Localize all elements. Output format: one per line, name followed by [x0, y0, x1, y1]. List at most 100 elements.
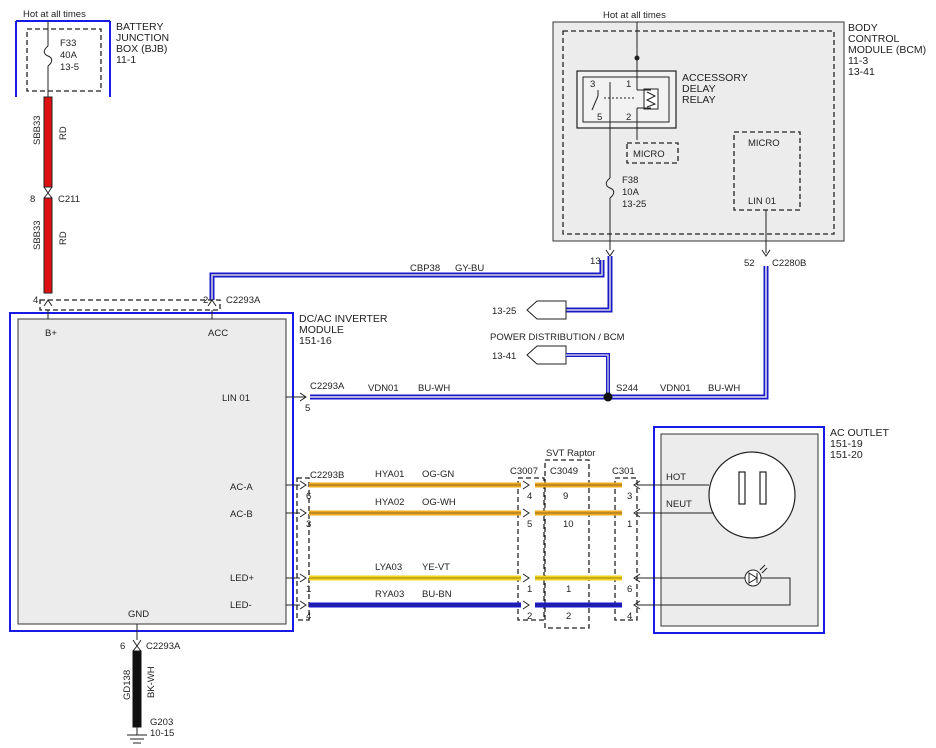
fuse-f38-label: F38: [622, 175, 638, 186]
splice-s244-icon: [603, 392, 613, 402]
sbb33-upper-label: SBB33: [32, 115, 43, 145]
inverter-gnd-label: GND: [128, 609, 149, 620]
ref-1325-label: 13-25: [492, 306, 516, 317]
gnd-connector: C2293A: [146, 641, 181, 652]
cbp38-label: CBP38: [410, 263, 440, 274]
circuit-id-2: LYA03: [375, 562, 402, 573]
body-control-module: Hot at all times BODY CONTROL MODULE (BC…: [552, 10, 926, 253]
inverter-acc-label: ACC: [208, 328, 228, 339]
bcm-connector: C2280B: [772, 258, 806, 269]
c211-label: C211: [58, 194, 80, 205]
inverter-title-2: MODULE: [299, 324, 344, 336]
outlet-hot-label: HOT: [666, 472, 686, 483]
fuse-f38-icon: [605, 177, 615, 199]
sbb33-lower-label: SBB33: [32, 220, 43, 250]
led-indicator-icon: [744, 569, 762, 587]
conn-c3007-label: C3007: [510, 466, 538, 477]
wire-sbb33: SBB33 RD 8 C211 SBB33 RD: [30, 96, 80, 294]
outlet-title: AC OUTLET: [830, 427, 890, 439]
circuit-id-1: HYA02: [375, 497, 404, 508]
gnd-pin: 6: [120, 641, 125, 652]
bcm-ref-2: 13-41: [848, 66, 875, 78]
pin-c3049-1: 10: [563, 519, 574, 530]
pin-c2293b-0: 6: [306, 491, 311, 502]
inverter-pin-lin: 5: [305, 403, 310, 414]
inverter-led-minus-label: LED-: [230, 600, 252, 611]
connector-c3007: [517, 477, 545, 621]
bu-wh-right-label: BU-WH: [708, 383, 740, 394]
inverter-bplus-label: B+: [45, 328, 57, 339]
arrow-left-1: [299, 508, 307, 518]
bcm-pin-52: 52: [744, 258, 755, 269]
fuse-f33-label: F33: [60, 38, 76, 49]
conn-c3049-label: C3049: [550, 466, 578, 477]
inverter-conn-lin: C2293A: [310, 381, 345, 392]
ref-1341-icon: [526, 345, 567, 365]
bcm-pin-13: 13: [590, 256, 601, 267]
pin-c2293b-3: 4: [306, 611, 311, 622]
pin-c301-3: 4: [627, 611, 632, 622]
bcm-lin-label: LIN 01: [748, 196, 776, 207]
pin-c3007-1: 5: [527, 519, 532, 530]
relay-pin-5: 5: [597, 112, 602, 123]
gy-bu-label: GY-BU: [455, 263, 484, 274]
pin-c3007-2: 1: [527, 584, 532, 595]
inverter-conn-b: C2293B: [310, 470, 344, 481]
bjb-title: BATTERY: [116, 21, 163, 33]
arrow-left-3: [299, 600, 307, 610]
relay-title-2: DELAY: [682, 83, 716, 95]
bcm-title-3: MODULE (BCM): [848, 44, 926, 56]
bcm-title: BODY: [848, 22, 878, 34]
inverter-led-plus-label: LED+: [230, 573, 254, 584]
relay-title: ACCESSORY: [682, 72, 748, 84]
bu-wh-left-label: BU-WH: [418, 383, 450, 394]
arrow-left-2: [299, 573, 307, 583]
g203-label: G203: [150, 717, 173, 728]
bcm-ref-1: 11-3: [848, 55, 868, 67]
bcm-title-2: CONTROL: [848, 33, 899, 45]
connector-c2293a-top: [39, 299, 221, 311]
arrow-c3007-2: [522, 573, 530, 583]
arrow-left-0: [299, 480, 307, 490]
pin-c3049-3: 2: [566, 611, 571, 622]
vdn01-right-label: VDN01: [660, 383, 691, 394]
micro-small-label: MICRO: [633, 149, 665, 160]
fuse-f33-icon: [43, 45, 53, 67]
circuit-color-1: OG-WH: [422, 497, 456, 508]
outlet-ref-1: 151-19: [830, 438, 863, 450]
arrow-c301-2: [633, 573, 641, 583]
circuit-color-2: YE-VT: [422, 562, 450, 573]
outlet-neut-label: NEUT: [666, 499, 692, 510]
pin-c301-1: 1: [627, 519, 632, 530]
conn-c301-label: C301: [612, 466, 635, 477]
wire-gd138: [132, 650, 142, 728]
bk-wh-label: BK-WH: [146, 666, 157, 698]
inverter-pin-acc: 2: [203, 295, 208, 306]
rd-upper-label: RD: [58, 126, 69, 140]
bjb-title-2: JUNCTION: [116, 32, 169, 44]
circuit-id-0: HYA01: [375, 469, 404, 480]
gd138-label: GD138: [122, 670, 133, 700]
pin-c3049-2: 1: [566, 584, 571, 595]
arrow-c3007-3: [522, 600, 530, 610]
svt-raptor-label: SVT Raptor: [546, 448, 595, 459]
wire-vdn01: S244 VDN01 BU-WH VDN01 BU-WH: [310, 266, 769, 402]
arrow-c3007-1: [522, 508, 530, 518]
bcm-hot-label: Hot at all times: [603, 10, 666, 21]
circuit-color-0: OG-GN: [422, 469, 454, 480]
inverter-lin-label: LIN 01: [222, 393, 250, 404]
vdn01-left-label: VDN01: [368, 383, 399, 394]
g203-ref: 10-15: [150, 728, 174, 739]
inverter-ref: 151-16: [299, 335, 332, 347]
pin-c2293b-1: 3: [306, 519, 311, 530]
pin-c3007-3: 2: [527, 611, 532, 622]
bjb-title-3: BOX (BJB): [116, 43, 167, 55]
micro-big-label: MICRO: [748, 138, 780, 149]
connector-c301: [614, 477, 638, 621]
inverter-title: DC/AC INVERTER: [299, 313, 388, 325]
inverter-conn-top: C2293A: [226, 295, 261, 306]
bjb-ref: 11-1: [116, 54, 136, 66]
connector-c3049: [544, 459, 590, 629]
